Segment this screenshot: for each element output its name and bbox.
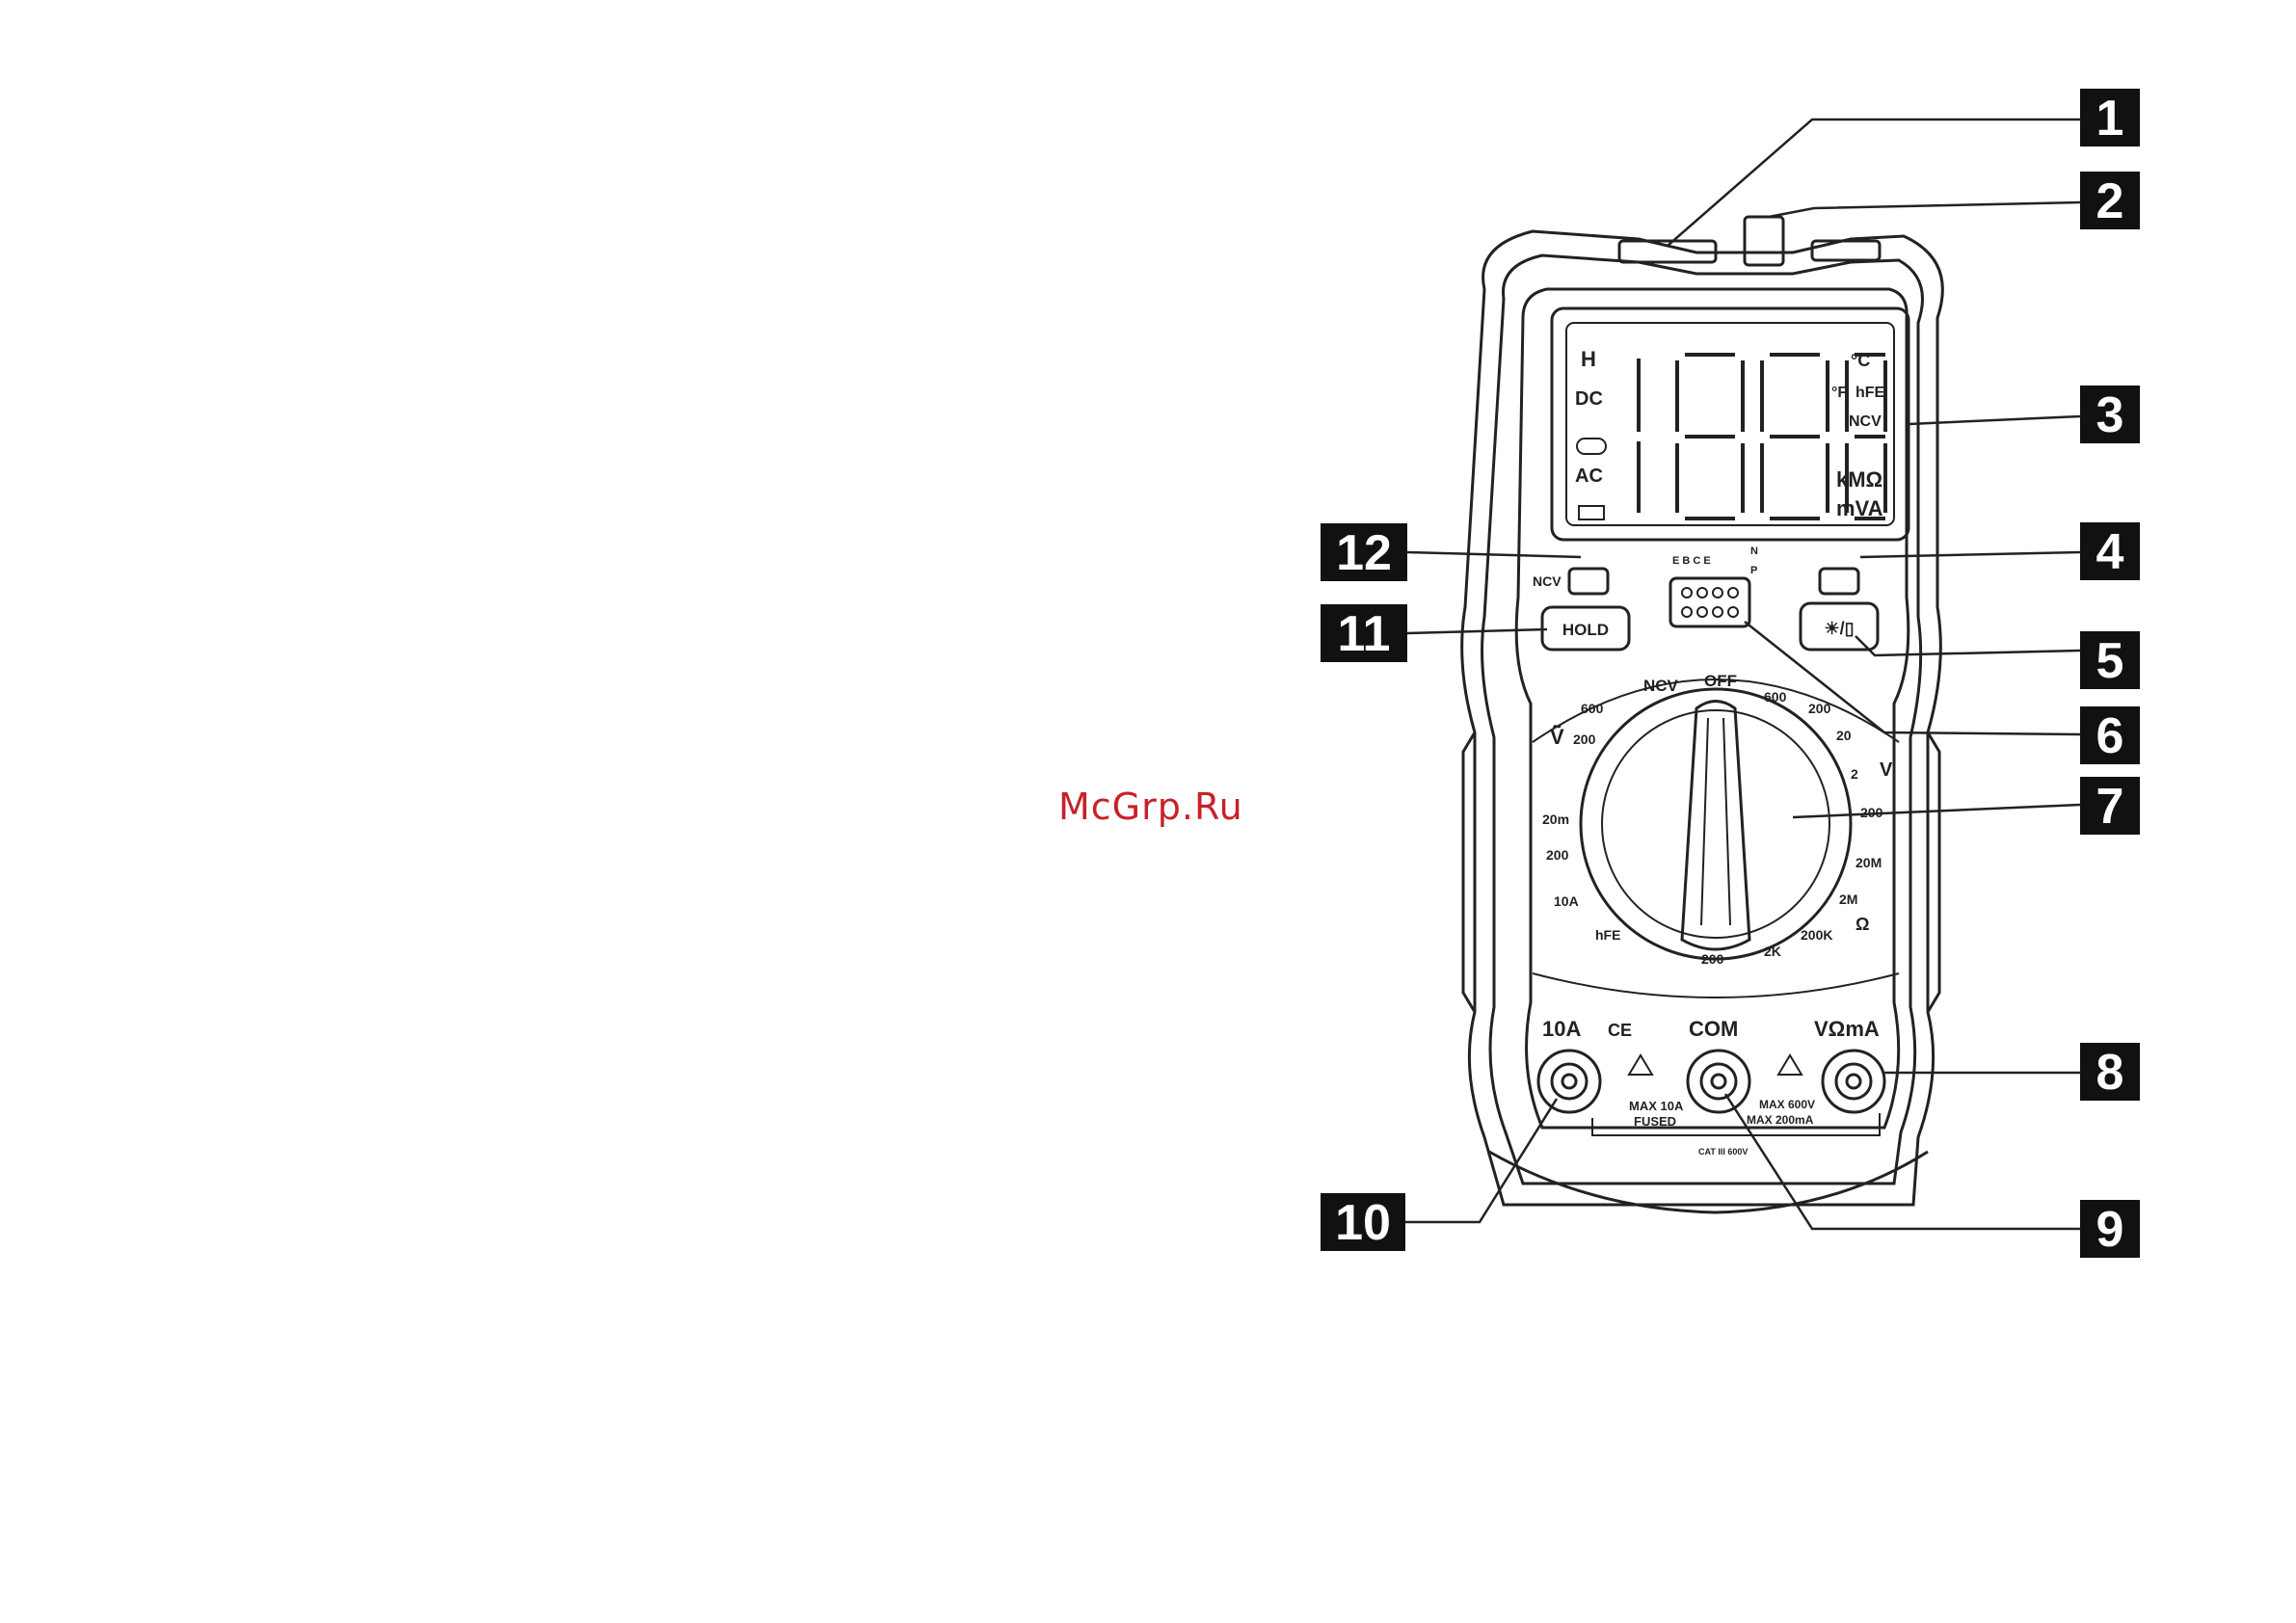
svg-text:9: 9 bbox=[2096, 1202, 2124, 1258]
svg-text:12: 12 bbox=[1336, 525, 1392, 581]
callout-2: 2 bbox=[2080, 172, 2140, 229]
callout-9: 9 bbox=[2080, 1200, 2140, 1258]
jack-10a[interactable] bbox=[1538, 1051, 1600, 1112]
jack-vohm-ma[interactable] bbox=[1823, 1051, 1884, 1112]
lcd-display: H DC AC °C °F hFE NCV kMΩ mVA bbox=[1552, 308, 1909, 540]
dial-pointer bbox=[1682, 702, 1749, 950]
dial-knob[interactable] bbox=[1602, 710, 1829, 938]
hfe-socket[interactable] bbox=[1670, 578, 1749, 626]
jack-com-label: COM bbox=[1689, 1017, 1738, 1041]
battery-icon bbox=[1579, 506, 1604, 519]
callout-12: 12 bbox=[1321, 523, 1407, 581]
callout-7: 7 bbox=[2080, 777, 2140, 835]
svg-text:6: 6 bbox=[2096, 708, 2124, 764]
lcd-hold-icon: H bbox=[1581, 347, 1596, 371]
svg-text:11: 11 bbox=[1338, 606, 1391, 662]
dial-200K-ohm: 200K bbox=[1801, 927, 1832, 943]
svg-text:10: 10 bbox=[1335, 1195, 1391, 1251]
lcd-ncv: NCV bbox=[1849, 413, 1882, 430]
dial-dcv-600: 600 bbox=[1764, 689, 1787, 705]
jack-10a-label: 10A bbox=[1542, 1017, 1581, 1041]
warning-right-line2: MAX 200mA bbox=[1747, 1113, 1814, 1127]
lcd-dc-label: DC bbox=[1575, 388, 1603, 410]
dial-hfe: hFE bbox=[1595, 927, 1620, 943]
callout-1: 1 bbox=[2080, 89, 2140, 146]
callout-8: 8 bbox=[2080, 1043, 2140, 1101]
svg-text:3: 3 bbox=[2096, 387, 2124, 443]
dial-20M-ohm: 20M bbox=[1855, 855, 1882, 870]
dial-off-label: OFF bbox=[1704, 672, 1737, 690]
select-button[interactable] bbox=[1820, 569, 1858, 594]
callout-6: 6 bbox=[2080, 706, 2140, 764]
jack-vohm-label: VΩmA bbox=[1814, 1017, 1880, 1041]
dial-dcv-20: 20 bbox=[1836, 728, 1852, 743]
svg-text:1: 1 bbox=[2096, 91, 2124, 146]
lcd-fahrenheit: °F bbox=[1831, 385, 1847, 401]
jack-com[interactable] bbox=[1688, 1051, 1749, 1112]
hfe-n-label: N bbox=[1750, 545, 1758, 557]
dial-ncv-label: NCV bbox=[1643, 677, 1679, 695]
svg-text:2: 2 bbox=[2096, 173, 2124, 229]
cat-rating: CAT III 600V bbox=[1698, 1147, 1748, 1157]
hfe-p-label: P bbox=[1750, 565, 1757, 576]
callout-4: 4 bbox=[2080, 522, 2140, 580]
dial-dcv-symbol: V bbox=[1880, 759, 1893, 781]
dial-ohm-symbol: Ω bbox=[1855, 915, 1869, 934]
rotary-switch: OFF NCV 600 Ṽ 200 20m 200 10A hFE 600 20… bbox=[1533, 672, 1899, 998]
ncv-button-label: NCV bbox=[1533, 573, 1562, 589]
watermark-text: McGrp.Ru bbox=[1058, 785, 1243, 828]
ncv-button[interactable] bbox=[1569, 569, 1608, 594]
light-icon: ☀/▯ bbox=[1824, 619, 1854, 638]
lcd-celsius: °C bbox=[1851, 351, 1870, 370]
lcd-ac-label: AC bbox=[1575, 466, 1603, 487]
warning-left-line2: FUSED bbox=[1634, 1114, 1676, 1129]
button-row: NCV E B C E N P HOLD ☀/▯ bbox=[1533, 545, 1878, 650]
ce-mark: CE bbox=[1608, 1021, 1632, 1040]
lcd-digits bbox=[1639, 355, 1885, 519]
lcd-minus-segment bbox=[1577, 439, 1606, 454]
dial-ring bbox=[1581, 689, 1851, 959]
dial-acv-symbol: Ṽ bbox=[1550, 725, 1564, 749]
callout-10: 10 bbox=[1321, 1193, 1405, 1251]
warning-icon bbox=[1629, 1055, 1652, 1075]
dial-200u: 200 bbox=[1546, 847, 1569, 863]
warning-right-line1: MAX 600V bbox=[1759, 1098, 1815, 1111]
multimeter-body bbox=[1462, 217, 1943, 1212]
lcd-kmohm: kMΩ bbox=[1836, 467, 1882, 492]
svg-text:7: 7 bbox=[2096, 779, 2124, 835]
dial-2K-ohm: 2K bbox=[1764, 944, 1781, 959]
callout-3: 3 bbox=[2080, 386, 2140, 443]
dial-20m: 20m bbox=[1542, 812, 1569, 827]
dial-200-ohm: 200 bbox=[1701, 951, 1724, 967]
lcd-mva: mVA bbox=[1836, 496, 1883, 520]
dial-2M-ohm: 2M bbox=[1839, 891, 1857, 907]
hold-button-label: HOLD bbox=[1562, 621, 1609, 639]
lcd-hfe: hFE bbox=[1855, 385, 1885, 401]
dial-dcv-2: 2 bbox=[1851, 766, 1858, 782]
svg-text:4: 4 bbox=[2096, 524, 2124, 580]
callout-5: 5 bbox=[2080, 631, 2140, 689]
warning-left-line1: MAX 10A bbox=[1629, 1099, 1684, 1113]
hfe-socket-holes bbox=[1682, 588, 1738, 617]
svg-text:5: 5 bbox=[2096, 633, 2124, 689]
dial-10a: 10A bbox=[1554, 893, 1579, 909]
hfe-socket-label: E B C E bbox=[1672, 555, 1711, 567]
dial-acv-600: 600 bbox=[1581, 701, 1604, 716]
input-jacks: 10A CE COM VΩmA MAX 10A FUSED MAX 600V M… bbox=[1538, 1017, 1884, 1157]
svg-text:8: 8 bbox=[2096, 1045, 2124, 1101]
callout-11: 11 bbox=[1321, 604, 1407, 662]
warning-icon bbox=[1778, 1055, 1802, 1075]
dial-acv-200: 200 bbox=[1573, 732, 1596, 747]
dial-dcv-200: 200 bbox=[1808, 701, 1831, 716]
